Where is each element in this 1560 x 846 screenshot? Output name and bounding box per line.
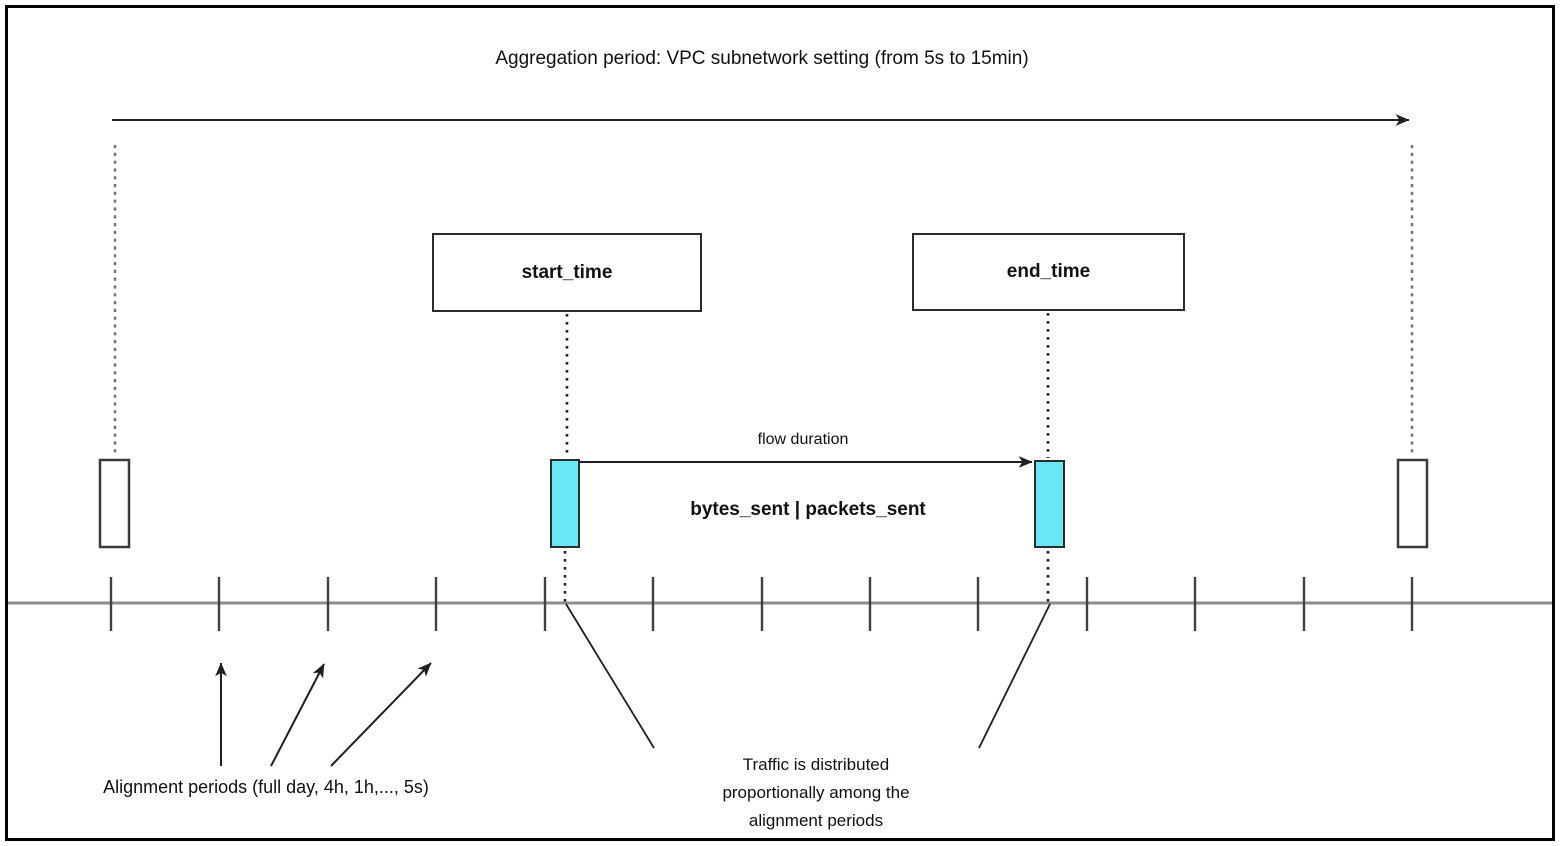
end-time-box: end_time: [912, 233, 1185, 311]
alignment-arrow-3: [330, 662, 432, 767]
end-time-box-label: end_time: [1006, 261, 1091, 282]
start-time-box: start_time: [432, 233, 702, 312]
traffic-note-callout-left: [565, 603, 655, 749]
flow-end-marker: [1034, 460, 1065, 548]
diagram-title: Aggregation period: VPC subnetwork setti…: [495, 48, 1029, 69]
traffic-note-line-1: Traffic is distributed: [742, 755, 890, 774]
traffic-note-line-3: alignment periods: [748, 811, 884, 830]
start-time-box-label: start_time: [521, 261, 613, 283]
traffic-note-callout-right: [978, 603, 1051, 749]
timeline-ticks: [109, 577, 1414, 631]
empty-interval-marker-left: [98, 458, 131, 549]
flow-metrics-label: bytes_sent | packets_sent: [690, 499, 926, 520]
alignment-periods-label: Alignment periods (full day, 4h, 1h,...,…: [103, 777, 429, 797]
flow-start-marker: [550, 459, 580, 548]
flow-duration-label: flow duration: [757, 431, 849, 448]
alignment-arrow-2: [270, 663, 325, 767]
empty-interval-marker-right: [1396, 458, 1429, 549]
traffic-note: Traffic is distributed proportionally am…: [666, 751, 966, 835]
traffic-note-line-2: proportionally among the: [722, 783, 910, 802]
